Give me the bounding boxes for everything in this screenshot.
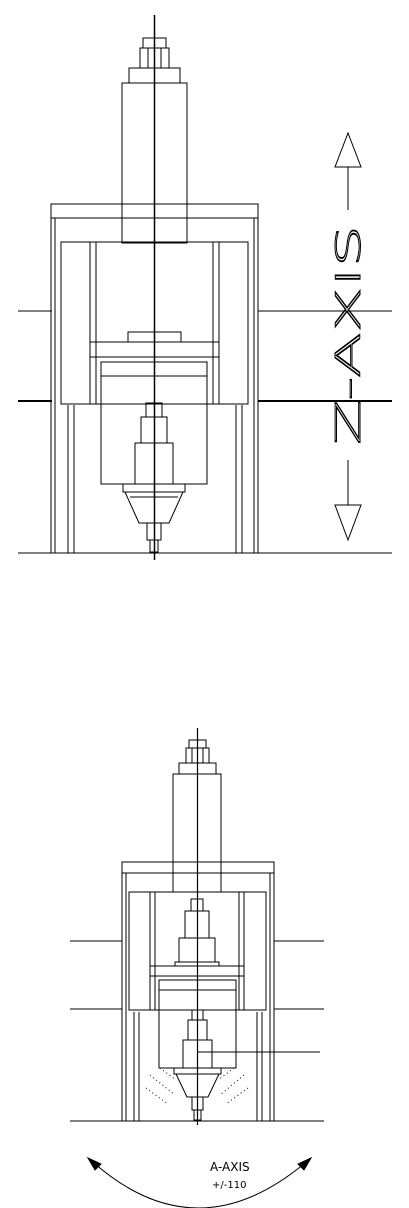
a-axis-range: +/-110	[212, 1180, 246, 1191]
bottom-view	[70, 728, 324, 1208]
a-axis-label: A-AXIS	[210, 1160, 250, 1174]
a-axis-arc	[88, 1158, 311, 1208]
z-axis-label: Z-AXIS	[329, 225, 369, 445]
